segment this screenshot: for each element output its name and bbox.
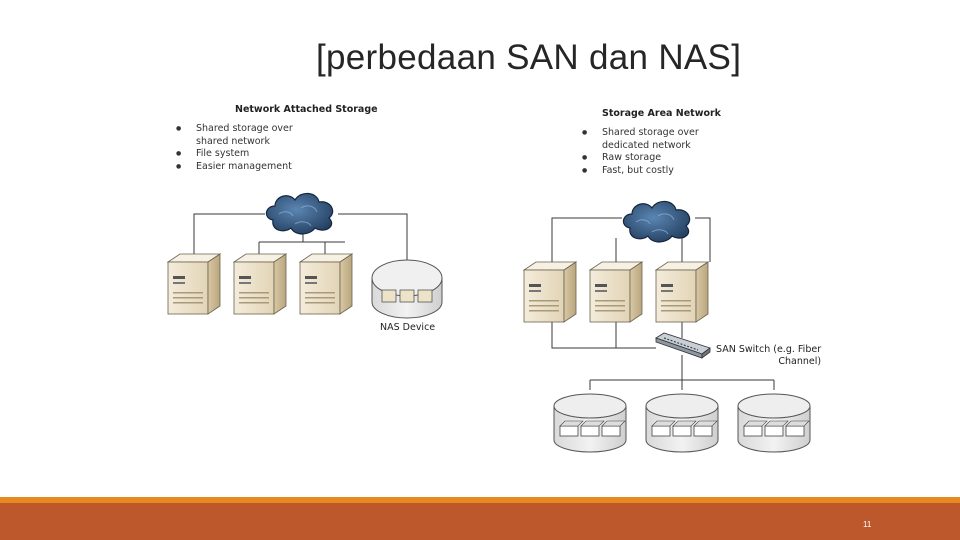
server-icon [523, 261, 577, 323]
footer-bar [0, 503, 960, 540]
nas-bullet: Shared storage over shared network [176, 123, 336, 148]
page-number: 11 [863, 520, 872, 529]
san-bullet-list: Shared storage over dedicated network Ra… [582, 127, 742, 177]
san-connection-lines [551, 217, 775, 390]
accent-bar [0, 497, 960, 503]
server-icon [589, 261, 643, 323]
nas-device-label: NAS Device [380, 322, 436, 333]
nas-bullet: Easier management [176, 161, 336, 174]
nas-heading: Network Attached Storage [235, 104, 378, 115]
san-heading: Storage Area Network [602, 108, 721, 119]
server-icon [299, 253, 353, 315]
cloud-icon [265, 192, 334, 235]
san-bullet: Shared storage over dedicated network [582, 127, 742, 152]
san-bullet: Raw storage [582, 152, 742, 165]
san-switch-label: SAN Switch (e.g. Fiber Channel) [716, 344, 822, 367]
cloud-icon [622, 200, 691, 243]
nas-bullet-list: Shared storage over shared network File … [176, 123, 336, 173]
server-icon [655, 261, 709, 323]
nas-device-icon [371, 259, 443, 319]
storage-array-icon [645, 393, 719, 453]
storage-array-icon [737, 393, 811, 453]
san-bullet: Fast, but costly [582, 165, 742, 178]
server-icon [233, 253, 287, 315]
server-icon [167, 253, 221, 315]
slide-title: [perbedaan SAN dan NAS] [316, 38, 742, 77]
san-switch-icon [655, 332, 711, 359]
storage-array-icon [553, 393, 627, 453]
nas-bullet: File system [176, 148, 336, 161]
